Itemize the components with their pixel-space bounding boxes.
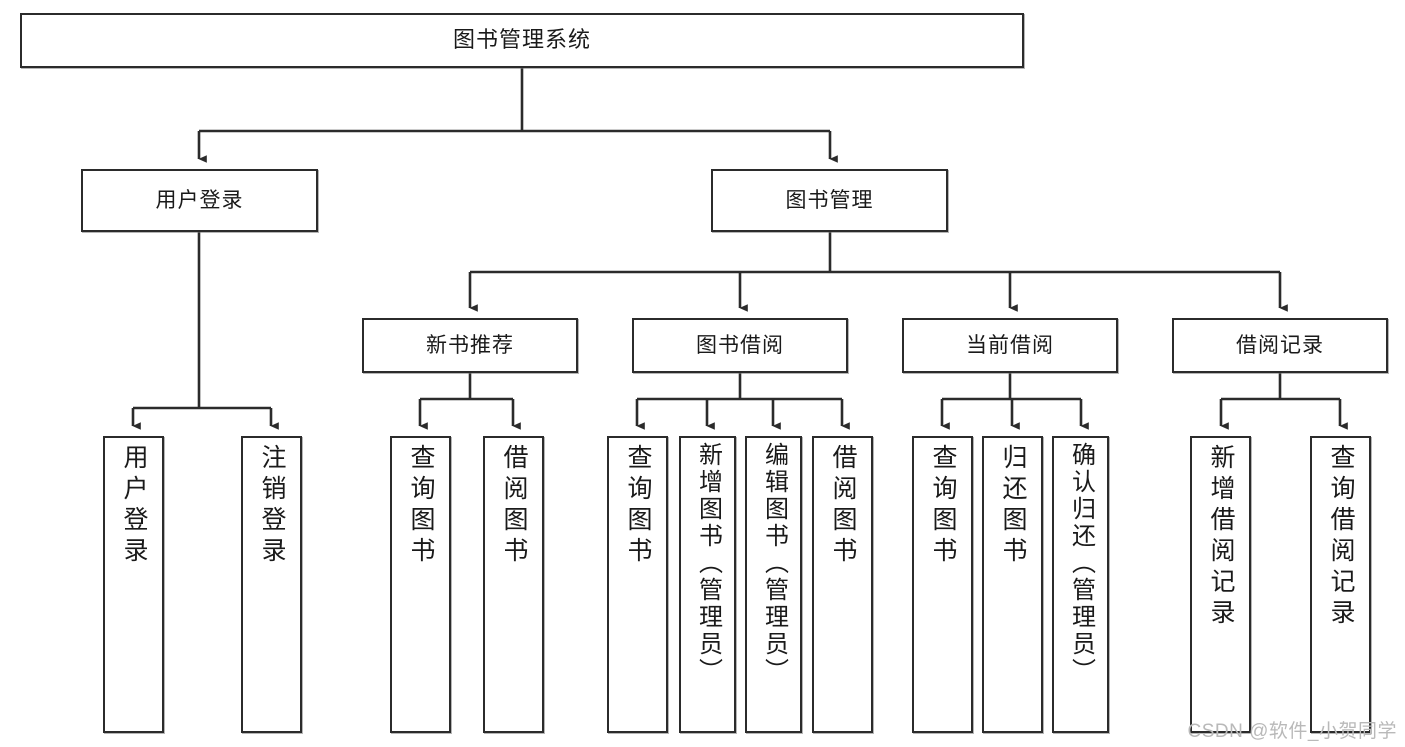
node-root-system[interactable]: 图书管理系统 [20, 13, 1024, 68]
leaf-query-borrow-record[interactable]: 查询借阅记录 [1310, 436, 1371, 733]
node-label: 用户登录 [155, 188, 244, 212]
leaf-query-books-borrow[interactable]: 查询图书 [607, 436, 668, 733]
leaf-borrow-books[interactable]: 借阅图书 [812, 436, 873, 733]
node-label: 新书推荐 [426, 333, 514, 357]
node-label: 查询借阅记录 [1327, 444, 1355, 630]
node-label: 图书借阅 [696, 333, 784, 357]
node-label: 确认归还（管理员） [1067, 442, 1095, 685]
node-label: 编辑图书（管理员） [760, 442, 788, 685]
leaf-query-books-recommend[interactable]: 查询图书 [390, 436, 451, 733]
node-label: 图书管理系统 [452, 27, 591, 53]
node-label: 查询图书 [407, 444, 435, 568]
node-label: 借阅图书 [500, 444, 528, 568]
leaf-add-borrow-record[interactable]: 新增借阅记录 [1190, 436, 1251, 733]
leaf-edit-book-admin[interactable]: 编辑图书（管理员） [745, 436, 802, 733]
leaf-user-login[interactable]: 用户登录 [103, 436, 164, 733]
node-borrow-records[interactable]: 借阅记录 [1172, 318, 1388, 373]
node-label: 用户登录 [120, 444, 148, 568]
node-label: 归还图书 [999, 444, 1027, 568]
node-label: 当前借阅 [966, 333, 1054, 357]
node-label: 查询图书 [929, 444, 957, 568]
csdn-watermark: CSDN @软件_小贺同学 [1187, 721, 1397, 742]
node-label: 注销登录 [258, 444, 286, 568]
leaf-borrow-books-recommend[interactable]: 借阅图书 [483, 436, 544, 733]
node-label: 借阅记录 [1236, 333, 1324, 357]
leaf-return-books[interactable]: 归还图书 [982, 436, 1043, 733]
node-label: 图书管理 [785, 188, 874, 212]
leaf-query-books-current[interactable]: 查询图书 [912, 436, 973, 733]
leaf-add-book-admin[interactable]: 新增图书（管理员） [679, 436, 736, 733]
node-label: 新增图书（管理员） [694, 442, 722, 685]
node-user-login[interactable]: 用户登录 [81, 169, 318, 232]
node-new-book-recommend[interactable]: 新书推荐 [362, 318, 578, 373]
node-label: 新增借阅记录 [1207, 444, 1235, 630]
node-book-borrow[interactable]: 图书借阅 [632, 318, 848, 373]
node-book-management[interactable]: 图书管理 [711, 169, 948, 232]
node-label: 借阅图书 [829, 444, 857, 568]
leaf-logout[interactable]: 注销登录 [241, 436, 302, 733]
leaf-confirm-return-admin[interactable]: 确认归还（管理员） [1052, 436, 1109, 733]
node-label: 查询图书 [624, 444, 652, 568]
node-current-borrow[interactable]: 当前借阅 [902, 318, 1118, 373]
